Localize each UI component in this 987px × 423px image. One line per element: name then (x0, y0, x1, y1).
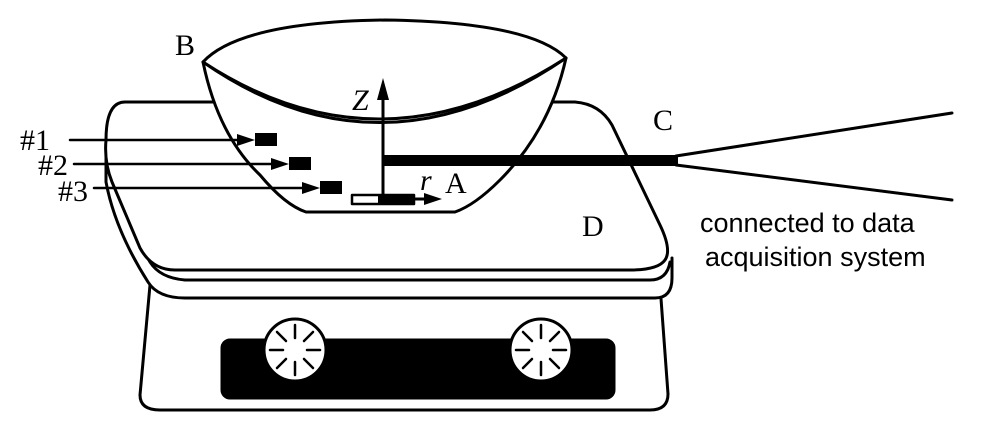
label-r: r (420, 164, 432, 197)
right-knob-icon[interactable] (510, 319, 572, 381)
sensor-3 (320, 181, 342, 194)
probe-lead-upper (676, 113, 952, 156)
note-line-2: acquisition system (705, 242, 926, 272)
left-knob-icon[interactable] (264, 319, 326, 381)
label-z: Z (352, 84, 369, 117)
label-c: C (653, 104, 673, 137)
probe-lead-lower (676, 165, 952, 200)
label-a: A (445, 167, 467, 200)
label-b: B (175, 29, 195, 62)
sensor-2 (289, 157, 311, 170)
sensor-1 (255, 133, 277, 146)
label-d: D (582, 210, 604, 243)
label-sensor-3: #3 (58, 175, 88, 208)
note-line-1: connected to data (700, 208, 916, 238)
